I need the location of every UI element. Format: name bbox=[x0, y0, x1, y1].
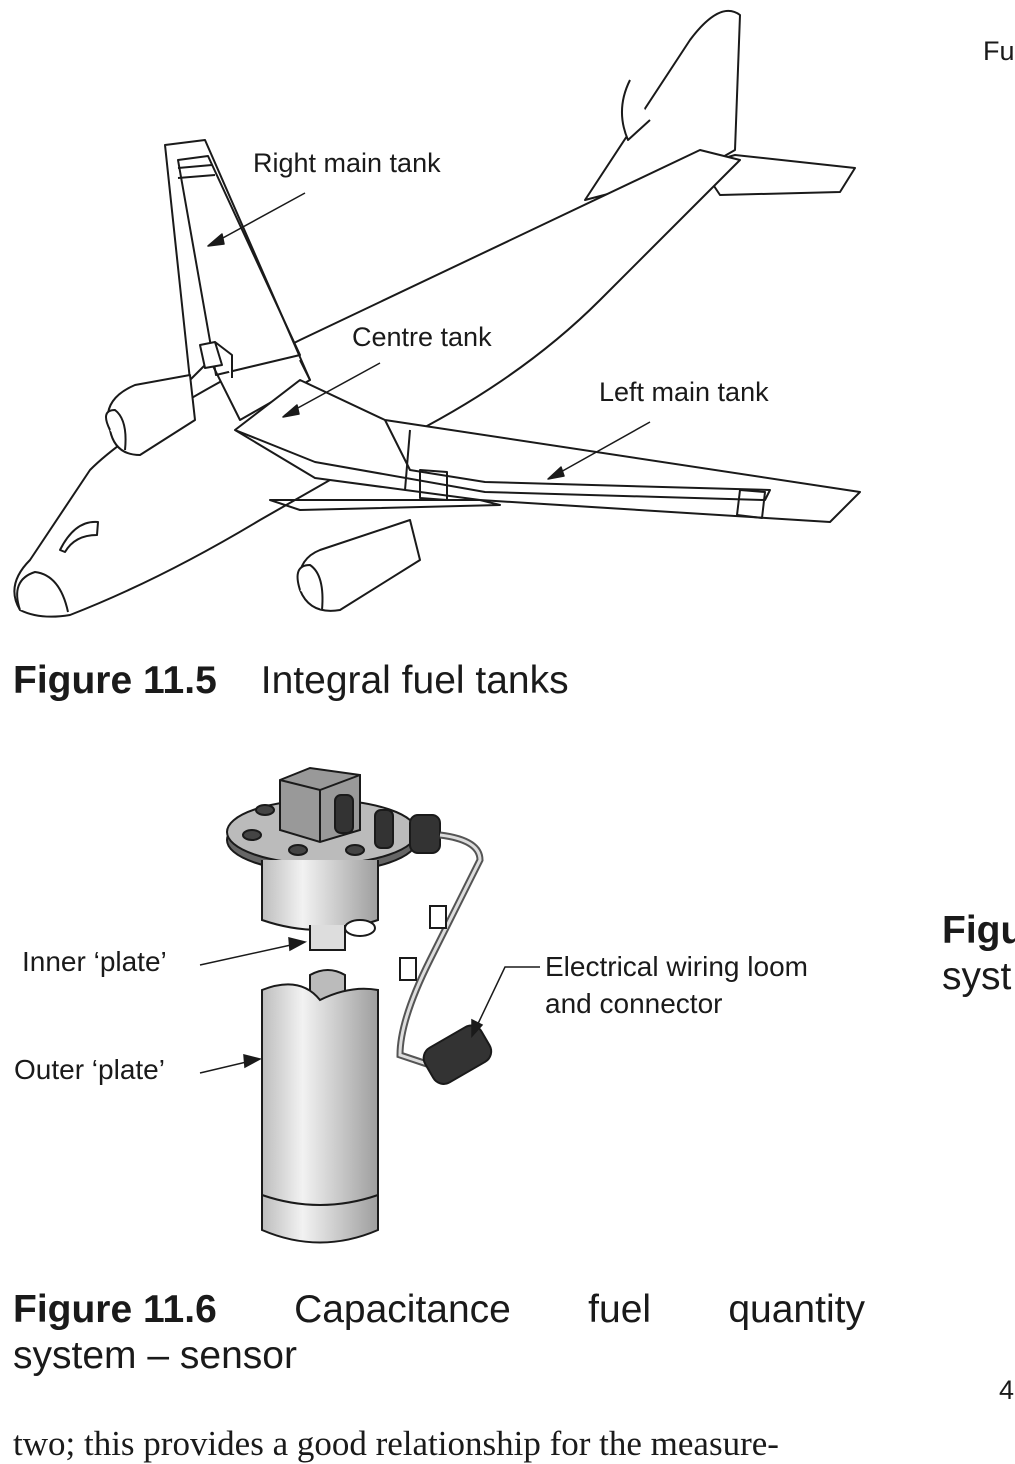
label-left-main-tank: Left main tank bbox=[599, 377, 769, 407]
label-right-main-tank: Right main tank bbox=[253, 148, 441, 178]
right-caption-fragment-1: Figu bbox=[942, 909, 1015, 952]
label-outer-plate: Outer ‘plate’ bbox=[14, 1054, 165, 1085]
label-inner-plate: Inner ‘plate’ bbox=[22, 946, 167, 977]
caption-word: Capacitance bbox=[294, 1288, 511, 1331]
label-wiring-loom-line1: Electrical wiring loom bbox=[545, 951, 808, 982]
label-wiring-loom-line2: and connector bbox=[545, 988, 723, 1019]
caption-word: fuel bbox=[588, 1288, 652, 1331]
capacitance-sensor-illustration bbox=[199, 766, 540, 1244]
running-header-fragment: Fu bbox=[983, 36, 1015, 66]
figure-number: Figure 11.5 bbox=[13, 659, 217, 702]
figure-title: Integral fuel tanks bbox=[260, 659, 569, 702]
figure-11-5-caption: Figure 11.5 Integral fuel tanks bbox=[13, 661, 569, 700]
right-caption-fragment-2: syst bbox=[942, 955, 1012, 998]
page-number-fragment: 4 bbox=[999, 1375, 1015, 1405]
caption-word: quantity bbox=[728, 1288, 865, 1331]
figure-11-6-caption-line2: system – sensor bbox=[13, 1334, 297, 1377]
figure-11-6-caption-line1: Figure 11.6 Capacitance fuel quantity bbox=[13, 1290, 865, 1329]
aircraft-fuel-tanks-illustration bbox=[13, 10, 861, 618]
body-text: two; this provides a good relationship f… bbox=[13, 1424, 779, 1463]
figure-number: Figure 11.6 bbox=[13, 1288, 217, 1331]
label-centre-tank: Centre tank bbox=[352, 322, 492, 352]
